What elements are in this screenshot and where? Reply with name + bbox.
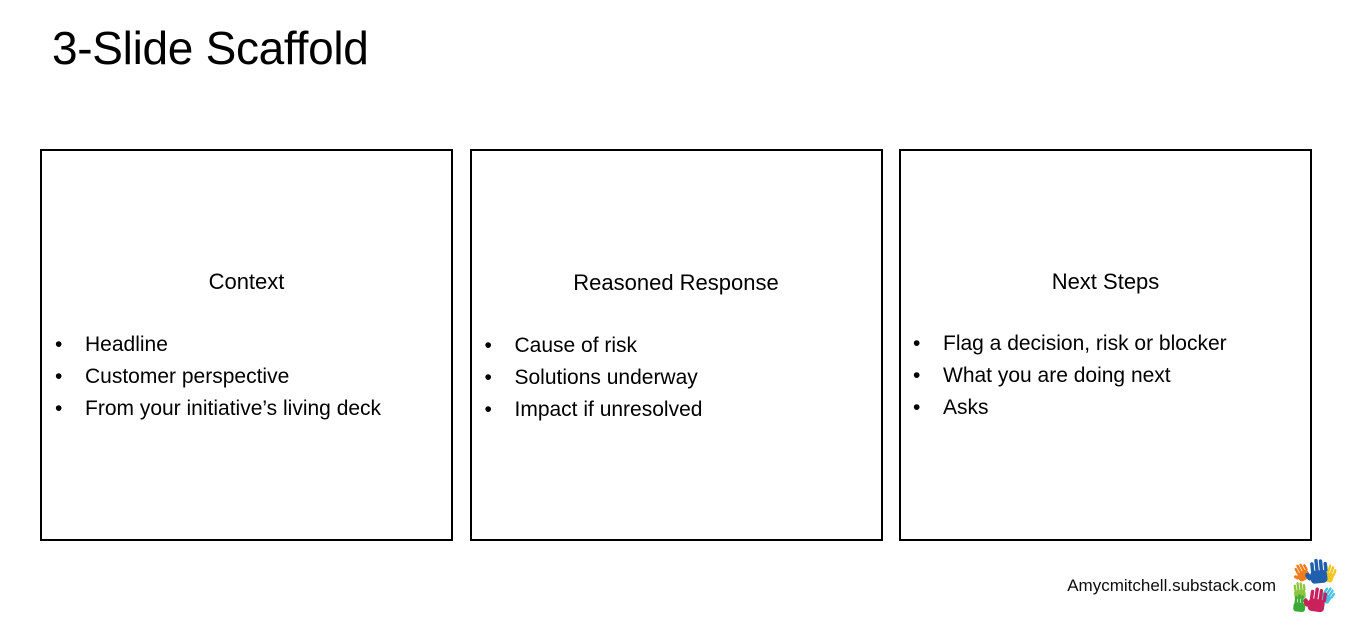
list-item: • Cause of risk — [485, 330, 881, 362]
list-item: • From your initiative’s living deck — [55, 393, 451, 425]
list-item: • What you are doing next — [913, 360, 1310, 392]
list-item-label: Solutions underway — [514, 366, 698, 389]
bullet-dot-icon: • — [484, 334, 492, 357]
list-item-label: Customer perspective — [85, 365, 290, 388]
list-item: • Asks — [913, 392, 1310, 424]
list-item: • Impact if unresolved — [485, 394, 881, 426]
bullet-dot-icon: • — [55, 365, 63, 388]
list-item-label: Cause of risk — [514, 334, 638, 357]
panel-bullet-list: • Headline • Customer perspective • From… — [42, 329, 451, 425]
footer: Amycmitchell.substack.com — [1067, 556, 1349, 616]
list-item: • Flag a decision, risk or blocker — [913, 328, 1310, 360]
scaffold-panels: Context • Headline • Customer perspectiv… — [40, 149, 1312, 541]
bullet-dot-icon: • — [913, 364, 921, 387]
list-item-label: What you are doing next — [943, 364, 1171, 387]
list-item-label: From your initiative’s living deck — [85, 397, 382, 420]
list-item: • Headline — [55, 329, 451, 361]
bullet-dot-icon: • — [913, 396, 921, 419]
colorful-hands-logo-icon — [1288, 558, 1344, 614]
bullet-dot-icon: • — [55, 333, 63, 356]
panel-reasoned-response: Reasoned Response • Cause of risk • Solu… — [469, 149, 883, 541]
substack-url-label: Amycmitchell.substack.com — [1067, 575, 1276, 595]
bullet-dot-icon: • — [484, 366, 492, 389]
list-item: • Customer perspective — [55, 361, 451, 393]
list-item-label: Flag a decision, risk or blocker — [943, 332, 1227, 355]
list-item-label: Headline — [85, 333, 168, 356]
list-item-label: Impact if unresolved — [514, 398, 703, 421]
panel-bullet-list: • Cause of risk • Solutions underway • I… — [472, 330, 881, 426]
page-title: 3-Slide Scaffold — [52, 22, 369, 74]
bullet-dot-icon: • — [55, 397, 63, 420]
list-item-label: Asks — [943, 396, 989, 419]
bullet-dot-icon: • — [484, 398, 492, 421]
panel-heading: Context — [208, 269, 285, 294]
panel-next-steps: Next Steps • Flag a decision, risk or bl… — [899, 149, 1312, 541]
panel-bullet-list: • Flag a decision, risk or blocker • Wha… — [901, 328, 1310, 424]
list-item: • Solutions underway — [485, 362, 881, 394]
panel-context: Context • Headline • Customer perspectiv… — [40, 149, 453, 541]
panel-heading: Next Steps — [1051, 269, 1160, 294]
panel-heading: Reasoned Response — [573, 270, 779, 295]
bullet-dot-icon: • — [913, 332, 921, 355]
